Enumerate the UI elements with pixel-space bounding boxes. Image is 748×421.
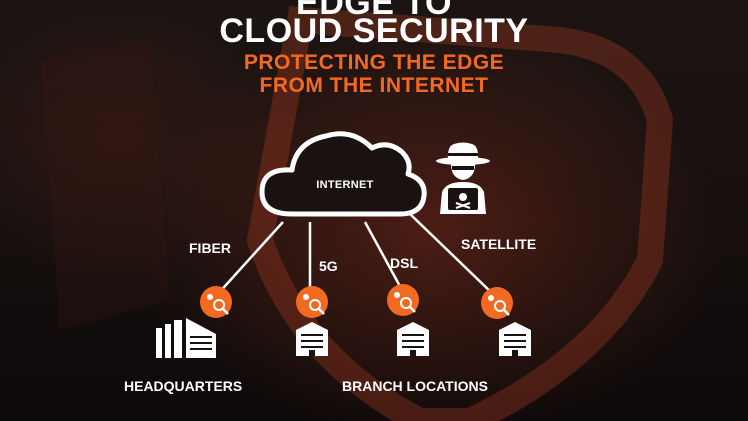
headquarters-label: HEADQUARTERS: [124, 378, 243, 394]
branch-building-icon-5g: [296, 322, 328, 356]
headquarters-building-icon: [156, 318, 216, 358]
connection-line-fiber: [215, 221, 284, 297]
branch-building-icon-satellite: [499, 322, 531, 356]
subtitle-line-2: FROM THE INTERNET: [259, 74, 489, 97]
connection-line-satellite: [409, 213, 495, 296]
security-node-5g: [296, 286, 328, 318]
security-node-fiber: [200, 286, 232, 318]
branch-locations-label: BRANCH LOCATIONS: [342, 378, 488, 394]
title-line-1: EDGE TO: [296, 0, 452, 22]
title-line-2: CLOUD SECURITY: [219, 12, 529, 50]
subtitle-line-1: PROTECTING THE EDGE: [243, 51, 505, 74]
cloud-icon: [259, 131, 427, 217]
connection-label-dsl: DSL: [390, 255, 418, 271]
connection-label-satellite: SATELLITE: [461, 236, 537, 252]
security-node-satellite: [481, 287, 513, 319]
connection-label-fiber: FIBER: [189, 240, 231, 256]
connection-label-5g: 5G: [319, 258, 338, 274]
hacker-icon: [436, 142, 490, 214]
branch-building-icon-dsl: [397, 322, 429, 356]
security-node-dsl: [387, 284, 419, 316]
connection-line-dsl: [363, 221, 404, 291]
cloud-label: INTERNET: [316, 179, 374, 191]
